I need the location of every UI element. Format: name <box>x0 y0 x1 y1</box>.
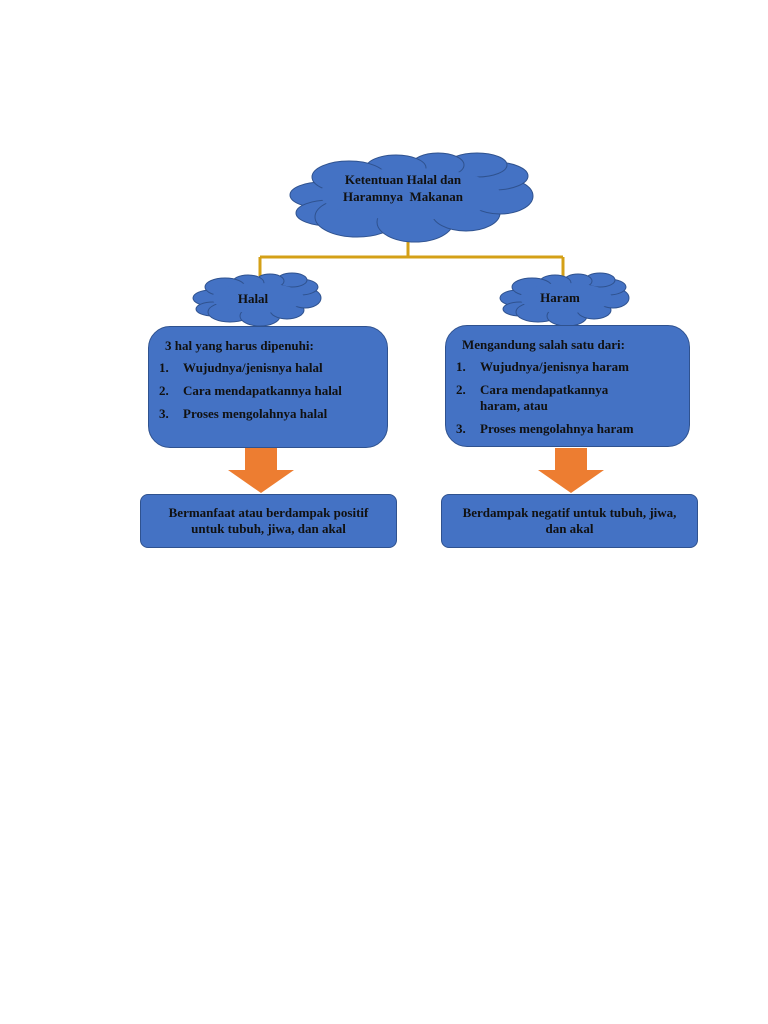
halal-node-label: Halal <box>237 291 269 306</box>
halal-criteria-intro: 3 hal yang harus dipenuhi: <box>165 338 314 353</box>
list-item-number: 2. <box>159 383 169 398</box>
halal-down-arrow <box>228 448 294 493</box>
list-item-text: Proses mengolahnya haram <box>480 421 634 436</box>
list-item: 3. Proses mengolahnya halal <box>159 406 381 422</box>
root-node-label-line1: Ketentuan Halal dan <box>344 172 462 187</box>
root-node-label-line2: Haramnya Makanan <box>343 189 463 204</box>
list-item-text: Proses mengolahnya halal <box>183 406 328 421</box>
list-item: 2. Cara mendapatkannya halal <box>159 383 381 399</box>
haram-down-arrow <box>538 448 604 493</box>
haram-cloud-shape <box>499 272 630 327</box>
list-item: 3. Proses mengolahnya haram <box>456 421 684 437</box>
list-item-text: Wujudnya/jenisnya halal <box>183 360 323 375</box>
connector-lines <box>258 238 565 276</box>
haram-criteria-box: Mengandung salah satu dari: 1. Wujudnya/… <box>445 325 690 447</box>
list-item: 1. Wujudnya/jenisnya halal <box>159 360 381 376</box>
halal-criteria-box: 3 hal yang harus dipenuhi: 1. Wujudnya/j… <box>148 326 388 448</box>
halal-result-box: Bermanfaat atau berdampak positif untuk … <box>140 494 397 548</box>
haram-node-label: Haram <box>540 290 580 305</box>
list-item-number: 3. <box>159 406 169 421</box>
haram-criteria-intro: Mengandung salah satu dari: <box>462 337 625 352</box>
list-item-text: Wujudnya/jenisnya haram <box>480 359 629 374</box>
list-item: 1. Wujudnya/jenisnya haram <box>456 359 684 375</box>
root-cloud-shape <box>289 152 534 243</box>
list-item-text: Cara mendapatkannya halal <box>183 383 342 398</box>
halal-criteria-list: 1. Wujudnya/jenisnya halal 2. Cara menda… <box>159 360 381 429</box>
list-item-text: Cara mendapatkannya haram, atau <box>480 382 609 413</box>
list-item: 2. Cara mendapatkannya haram, atau <box>456 382 684 414</box>
list-item-number: 3. <box>456 421 466 436</box>
haram-criteria-list: 1. Wujudnya/jenisnya haram 2. Cara menda… <box>456 359 684 444</box>
haram-result-box: Berdampak negatif untuk tubuh, jiwa, dan… <box>441 494 698 548</box>
list-item-number: 1. <box>456 359 466 374</box>
halal-cloud-shape <box>192 272 322 327</box>
root-node-label: Ketentuan Halal dan Haramnya Makanan <box>318 171 488 205</box>
list-item-number: 1. <box>159 360 169 375</box>
list-item-number: 2. <box>456 382 466 397</box>
